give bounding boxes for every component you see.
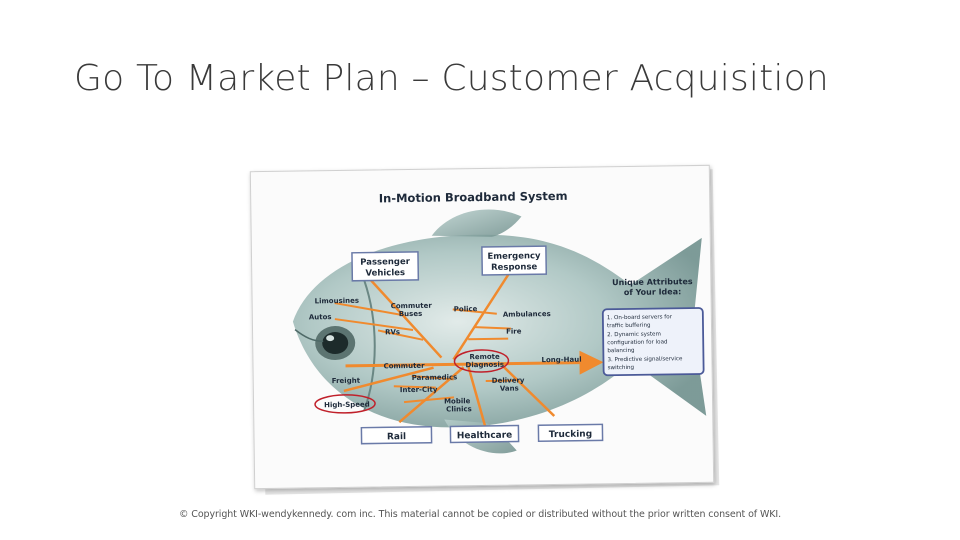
highlight-remote-diagnosis (453, 349, 510, 373)
fish-illustration (292, 209, 707, 454)
category-trucking: Trucking (537, 423, 604, 442)
label-autos: Autos (309, 313, 332, 321)
svg-text:Vehicles: Vehicles (365, 268, 405, 279)
label-long-haul: Long-Haul (541, 356, 581, 365)
spine-arrow (345, 350, 604, 375)
svg-text:Healthcare: Healthcare (457, 431, 513, 442)
category-healthcare: Healthcare (449, 424, 520, 444)
label-fire: Fire (506, 327, 522, 335)
bone-commuter (393, 385, 436, 389)
attribute-line: switching (608, 365, 635, 371)
fishbone-diagram: In-Motion Broadband System (292, 189, 707, 454)
bone-ambulances (474, 326, 512, 330)
svg-text:Trucking: Trucking (549, 429, 592, 440)
label-delivery-vans-2: Vans (500, 384, 519, 392)
label-commuter: Commuter (383, 362, 425, 371)
attribute-line: 2. Dynamic system (607, 332, 661, 339)
label-police: Police (454, 305, 478, 313)
label-ambulances: Ambulances (503, 310, 551, 319)
label-mobile-clinics-1: Mobile (444, 397, 471, 405)
highlight-high-speed (314, 394, 376, 414)
attribute-line: configuration for load (607, 339, 668, 346)
label-high-speed: High-Speed (324, 401, 370, 410)
bone-rail-2 (398, 366, 465, 424)
bone-police (452, 308, 497, 315)
label-commuter-buses-1: Commuter (391, 302, 433, 311)
label-remote-diagnosis-2: Diagnosis (465, 361, 504, 370)
svg-text:Emergency: Emergency (487, 251, 541, 262)
label-commuter-buses-2: Buses (399, 310, 423, 318)
bone-rail (343, 366, 434, 393)
attributes-heading-2: of Your Idea: (624, 287, 682, 297)
category-passenger-vehicles: Passenger Vehicles (351, 251, 420, 282)
svg-text:Rail: Rail (387, 432, 406, 442)
attribute-line: 3. Predictive signal/service (607, 356, 683, 363)
bone-limousines (334, 302, 404, 317)
attributes-box: 1. On-board servers for traffic bufferin… (601, 307, 705, 377)
label-rvs: RVs (385, 328, 400, 336)
svg-text:Passenger: Passenger (360, 257, 411, 268)
bone-intercity (403, 396, 455, 404)
label-intercity: Inter-City (400, 386, 438, 395)
bone-rvs (377, 329, 424, 341)
attributes-heading-1: Unique Attributes (612, 277, 693, 287)
bone-emergency (452, 267, 514, 361)
bone-fire (468, 337, 509, 341)
bone-paramedics (411, 374, 454, 381)
attribute-line: traffic buffering (607, 323, 651, 330)
category-rail: Rail (360, 425, 433, 445)
label-delivery-vans-1: Delivery (492, 376, 525, 384)
diagram-title: In-Motion Broadband System (379, 189, 568, 206)
label-mobile-clinics-2: Clinics (446, 405, 472, 413)
copyright-notice: © Copyright WKI-wendykennedy. com inc. T… (178, 509, 782, 520)
svg-text:Response: Response (491, 262, 538, 273)
slide-title: Go To Market Plan – Customer Acquisition (74, 58, 829, 99)
attribute-line: 1. On-board servers for (607, 314, 673, 321)
fishbone-figure: In-Motion Broadband System (249, 164, 720, 495)
figure-paper: In-Motion Broadband System (249, 164, 715, 490)
label-limousines: Limousines (315, 297, 360, 306)
bone-autos (334, 318, 414, 331)
bone-trucking (502, 365, 556, 417)
label-paramedics: Paramedics (412, 373, 458, 382)
bone-healthcare (467, 366, 488, 432)
category-emergency-response: Emergency Response (481, 245, 548, 276)
label-freight: Freight (332, 377, 361, 385)
label-remote-diagnosis-1: Remote (469, 353, 500, 361)
attribute-line: balancing (607, 348, 635, 354)
